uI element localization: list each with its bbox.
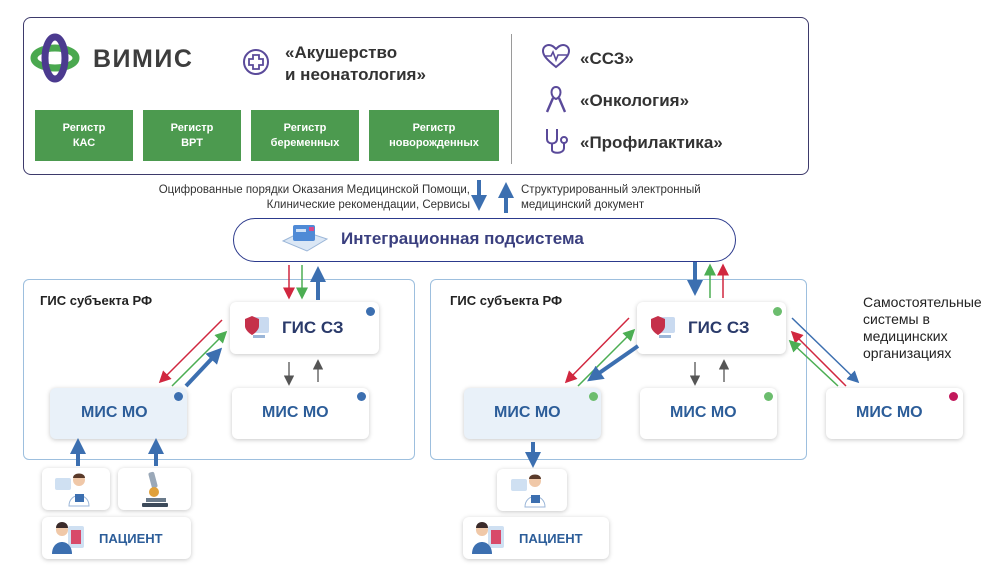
- registry-kas: Регистр КАС: [35, 110, 133, 161]
- vimis-logo-icon: [30, 33, 80, 83]
- mis-mo-standalone: [826, 388, 963, 439]
- direction-ssz: «ССЗ»: [580, 49, 634, 68]
- standalone-note-line: системы в: [863, 311, 930, 327]
- heart-pulse-icon: [541, 44, 571, 69]
- status-dot: [357, 392, 366, 401]
- stethoscope-icon: [546, 129, 568, 154]
- registry-label: Регистр: [62, 121, 106, 134]
- mis-mo-left-b: [232, 388, 369, 439]
- registry-vrt: Регистр ВРТ: [143, 110, 241, 161]
- vimis-title: ВИМИС: [93, 45, 194, 73]
- region-left-label: ГИС субъекта РФ: [40, 293, 153, 308]
- status-dot: [589, 392, 598, 401]
- direction-prevention: «Профилактика»: [580, 133, 723, 152]
- mis-mo-left-a: [50, 388, 187, 439]
- registry-label: Регистр: [283, 121, 327, 134]
- server-card-icon: [281, 225, 329, 252]
- status-dot: [366, 307, 375, 316]
- registry-label: беременных: [270, 136, 340, 149]
- status-dot: [174, 392, 183, 401]
- patient-label-right: ПАЦИЕНТ: [519, 531, 583, 546]
- mis-mo-standalone-label: МИС МО: [856, 404, 923, 421]
- gis-sz-left-label: ГИС СЗ: [282, 318, 344, 337]
- registry-pregnant: Регистр беременных: [251, 110, 359, 161]
- shield-monitor-icon: [245, 316, 269, 338]
- status-dot: [764, 392, 773, 401]
- mis-mo-right-b-label: МИС МО: [670, 404, 737, 421]
- status-dot: [949, 392, 958, 401]
- direction-main-line1: «Акушерство: [285, 43, 398, 62]
- mis-mo-left-b-label: МИС МО: [262, 404, 329, 421]
- down-flow-note-line1: Оцифрованные порядки Оказания Медицинско…: [158, 184, 470, 196]
- patient-icon: [472, 522, 504, 554]
- medical-cross-icon: [243, 49, 269, 75]
- standalone-note: Самостоятельные системы в медицинских ор…: [863, 294, 982, 362]
- standalone-note-line: Самостоятельные: [863, 294, 982, 310]
- doctor-icon: [55, 473, 90, 507]
- up-flow-note-line1: Структурированный электронный: [521, 184, 701, 196]
- microscope-icon: [142, 471, 168, 507]
- mis-mo-right-a-label: МИС МО: [494, 404, 561, 421]
- integration-label: Интеграционная подсистема: [341, 229, 584, 248]
- mis-mo-right-b: [640, 388, 777, 439]
- up-flow-note-line2: медицинский документ: [521, 199, 645, 211]
- gis-sz-right-label: ГИС СЗ: [688, 318, 750, 337]
- registry-label: КАС: [72, 136, 96, 149]
- standalone-note-line: организациях: [863, 345, 952, 361]
- direction-oncology: «Онкология»: [580, 91, 690, 110]
- registry-label: новорожденных: [389, 136, 479, 149]
- registry-label: Регистр: [412, 121, 456, 134]
- registry-label: Регистр: [170, 121, 214, 134]
- ribbon-icon: [545, 85, 567, 113]
- registry-newborn: Регистр новорожденных: [369, 110, 499, 161]
- shield-monitor-icon: [651, 316, 675, 338]
- direction-main-line2: и неонатология»: [285, 65, 426, 84]
- down-flow-note-line2: Клинические рекомендации, Сервисы: [266, 199, 470, 211]
- doctor-icon: [511, 474, 546, 508]
- patient-label-left: ПАЦИЕНТ: [99, 531, 163, 546]
- region-right-label: ГИС субъекта РФ: [450, 293, 563, 308]
- registry-label: ВРТ: [181, 136, 203, 149]
- vimis-integration-arrows: [471, 180, 514, 213]
- divider: [511, 34, 512, 164]
- standalone-note-line: медицинских: [863, 328, 948, 344]
- status-dot: [773, 307, 782, 316]
- patient-icon: [52, 522, 84, 554]
- mis-mo-right-a: [464, 388, 601, 439]
- mis-mo-left-a-label: МИС МО: [81, 404, 148, 421]
